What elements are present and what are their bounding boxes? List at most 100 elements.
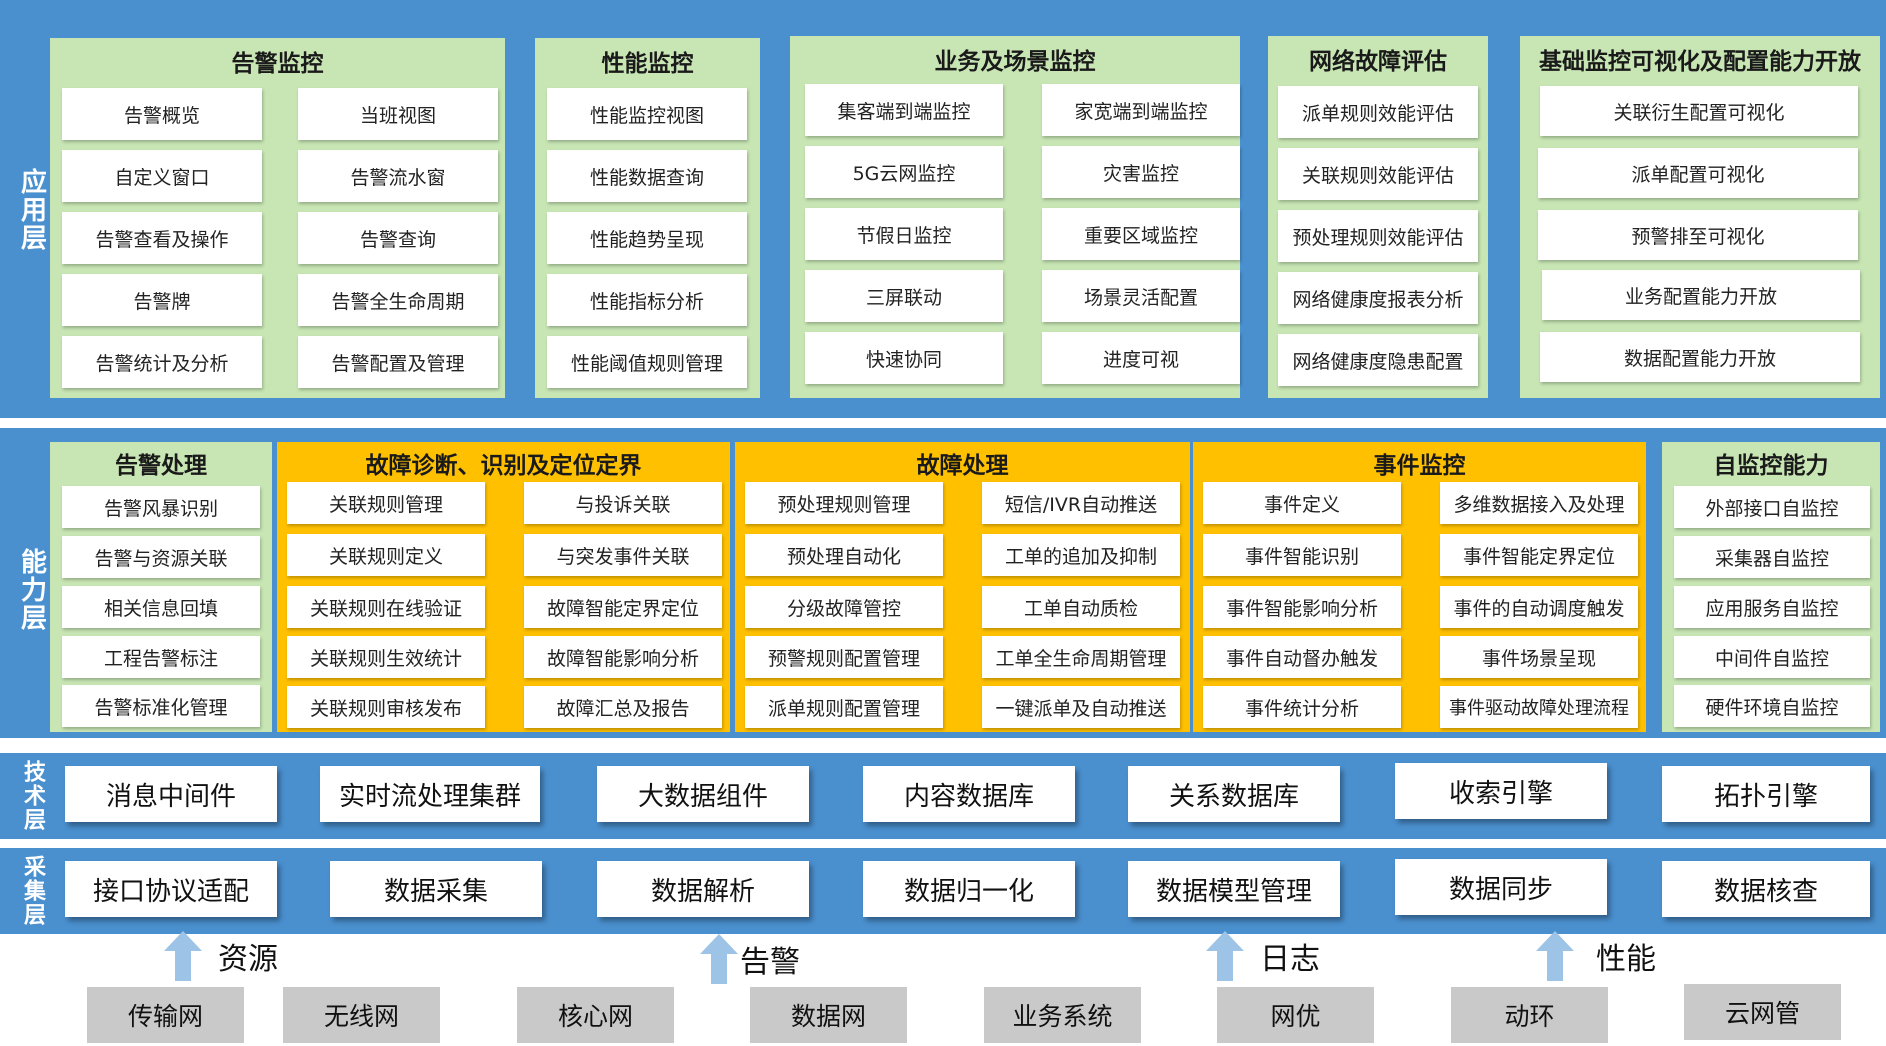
flow-resource: 资源 <box>164 931 278 981</box>
tech-topology-engine[interactable]: 拓扑引擎 <box>1662 766 1870 822</box>
item-alarm-lifecycle[interactable]: 告警全生命周期 <box>298 274 498 326</box>
item-alarm-query[interactable]: 告警查询 <box>298 212 498 264</box>
source-business-system[interactable]: 业务系统 <box>984 987 1141 1043</box>
item-collector-self-monitor[interactable]: 采集器自监控 <box>1674 536 1870 578</box>
item-alarm-storm[interactable]: 告警风暴识别 <box>62 486 260 528</box>
item-rule-online-verify[interactable]: 关联规则在线验证 <box>287 586 485 628</box>
item-middleware-self-monitor[interactable]: 中间件自监控 <box>1674 636 1870 678</box>
item-dispatch-rule-eval[interactable]: 派单规则效能评估 <box>1278 86 1478 138</box>
item-dispatch-config-visual[interactable]: 派单配置可视化 <box>1538 148 1858 198</box>
source-network-optimization[interactable]: 网优 <box>1217 987 1374 1043</box>
item-alarm-resource[interactable]: 告警与资源关联 <box>62 536 260 578</box>
item-complaint-correlation[interactable]: 与投诉关联 <box>524 482 722 524</box>
tech-stream-cluster[interactable]: 实时流处理集群 <box>320 766 540 822</box>
collect-data-collection[interactable]: 数据采集 <box>330 861 542 917</box>
tech-bigdata-components[interactable]: 大数据组件 <box>597 766 809 822</box>
item-alarm-board[interactable]: 告警牌 <box>62 274 262 326</box>
item-home-broadband-e2e[interactable]: 家宽端到端监控 <box>1042 84 1240 136</box>
item-perf-analysis[interactable]: 性能指标分析 <box>547 274 747 326</box>
item-health-report[interactable]: 网络健康度报表分析 <box>1278 272 1478 324</box>
item-rule-review-publish[interactable]: 关联规则审核发布 <box>287 686 485 728</box>
source-data-network[interactable]: 数据网 <box>750 987 907 1043</box>
item-event-impact[interactable]: 事件智能影响分析 <box>1203 586 1401 628</box>
item-correlation-rule-define[interactable]: 关联规则定义 <box>287 534 485 576</box>
item-fault-impact[interactable]: 故障智能影响分析 <box>524 636 722 678</box>
tech-relational-db[interactable]: 关系数据库 <box>1128 766 1340 822</box>
item-key-area[interactable]: 重要区域监控 <box>1042 208 1240 260</box>
item-alarm-config[interactable]: 告警配置及管理 <box>298 336 498 388</box>
item-event-locate[interactable]: 事件智能定界定位 <box>1440 534 1638 576</box>
source-core-network[interactable]: 核心网 <box>517 987 674 1043</box>
item-preprocess-rule-eval[interactable]: 预处理规则效能评估 <box>1278 210 1478 262</box>
collect-data-check[interactable]: 数据核查 <box>1662 861 1870 917</box>
item-three-screen[interactable]: 三屏联动 <box>805 270 1003 322</box>
source-power-environment[interactable]: 动环 <box>1451 987 1608 1043</box>
item-scene-config[interactable]: 场景灵活配置 <box>1042 270 1240 322</box>
item-one-click-dispatch[interactable]: 一键派单及自动推送 <box>982 686 1180 728</box>
item-event-supervise[interactable]: 事件自动督办触发 <box>1203 636 1401 678</box>
item-holiday[interactable]: 节假日监控 <box>805 208 1003 260</box>
item-app-service-self-monitor[interactable]: 应用服务自监控 <box>1674 586 1870 628</box>
item-perf-trend[interactable]: 性能趋势呈现 <box>547 212 747 264</box>
item-disaster[interactable]: 灾害监控 <box>1042 146 1240 198</box>
item-fault-summary[interactable]: 故障汇总及报告 <box>524 686 722 728</box>
item-event-auto-schedule[interactable]: 事件的自动调度触发 <box>1440 586 1638 628</box>
collect-protocol-adapt[interactable]: 接口协议适配 <box>65 861 277 917</box>
item-ticket-append-suppress[interactable]: 工单的追加及抑制 <box>982 534 1180 576</box>
collect-data-sync[interactable]: 数据同步 <box>1395 859 1607 915</box>
item-warning-visual[interactable]: 预警排至可视化 <box>1538 210 1858 260</box>
panel-title: 故障诊断、识别及定位定界 <box>365 453 642 479</box>
item-progress-visible[interactable]: 进度可视 <box>1042 332 1240 384</box>
item-event-scene[interactable]: 事件场景呈现 <box>1440 636 1638 678</box>
item-custom-window[interactable]: 自定义窗口 <box>62 150 262 202</box>
item-preprocess-auto[interactable]: 预处理自动化 <box>745 534 943 576</box>
item-ticket-lifecycle[interactable]: 工单全生命周期管理 <box>982 636 1180 678</box>
item-event-identify[interactable]: 事件智能识别 <box>1203 534 1401 576</box>
item-alarm-stream-window[interactable]: 告警流水窗 <box>298 150 498 202</box>
item-alarm-overview[interactable]: 告警概览 <box>62 88 262 140</box>
item-sms-ivr-push[interactable]: 短信/IVR自动推送 <box>982 482 1180 524</box>
item-perf-threshold[interactable]: 性能阈值规则管理 <box>547 336 747 388</box>
item-enterprise-e2e[interactable]: 集客端到端监控 <box>805 84 1003 136</box>
item-hardware-self-monitor[interactable]: 硬件环境自监控 <box>1674 685 1870 727</box>
collect-data-normalize[interactable]: 数据归一化 <box>863 861 1075 917</box>
item-event-stats[interactable]: 事件统计分析 <box>1203 686 1401 728</box>
item-warning-rule-config[interactable]: 预警规则配置管理 <box>745 636 943 678</box>
item-alarm-standardize[interactable]: 告警标准化管理 <box>62 685 260 727</box>
item-correlation-rule-mgmt[interactable]: 关联规则管理 <box>287 482 485 524</box>
item-graded-fault-control[interactable]: 分级故障管控 <box>745 586 943 628</box>
item-rule-effect-stats[interactable]: 关联规则生效统计 <box>287 636 485 678</box>
item-data-config-open[interactable]: 数据配置能力开放 <box>1540 332 1860 382</box>
item-fault-locate[interactable]: 故障智能定界定位 <box>524 586 722 628</box>
item-perf-query[interactable]: 性能数据查询 <box>547 150 747 202</box>
item-perf-view[interactable]: 性能监控视图 <box>547 88 747 140</box>
item-project-alarm[interactable]: 工程告警标注 <box>62 636 260 678</box>
item-event-driven-fault[interactable]: 事件驱动故障处理流程 <box>1440 686 1638 728</box>
item-service-config-open[interactable]: 业务配置能力开放 <box>1542 270 1860 320</box>
collect-data-parsing[interactable]: 数据解析 <box>597 861 809 917</box>
collect-model-mgmt[interactable]: 数据模型管理 <box>1128 861 1340 917</box>
source-transport-network[interactable]: 传输网 <box>87 987 244 1043</box>
item-dispatch-rule-config[interactable]: 派单规则配置管理 <box>745 686 943 728</box>
item-interface-self-monitor[interactable]: 外部接口自监控 <box>1674 486 1870 528</box>
item-correlation-config-visual[interactable]: 关联衍生配置可视化 <box>1540 86 1858 136</box>
item-alarm-view-operation[interactable]: 告警查看及操作 <box>62 212 262 264</box>
tech-search-engine[interactable]: 收索引擎 <box>1395 763 1607 819</box>
source-wireless-network[interactable]: 无线网 <box>283 987 440 1043</box>
source-cloud-network-mgmt[interactable]: 云网管 <box>1684 984 1841 1040</box>
item-multi-data-access[interactable]: 多维数据接入及处理 <box>1440 482 1638 524</box>
item-emergency-correlation[interactable]: 与突发事件关联 <box>524 534 722 576</box>
item-preprocess-rule-mgmt[interactable]: 预处理规则管理 <box>745 482 943 524</box>
item-shift-view[interactable]: 当班视图 <box>298 88 498 140</box>
tech-content-db[interactable]: 内容数据库 <box>863 766 1075 822</box>
item-5g-cloud-net[interactable]: 5G云网监控 <box>805 146 1003 198</box>
item-ticket-auto-qc[interactable]: 工单自动质检 <box>982 586 1180 628</box>
tech-message-middleware[interactable]: 消息中间件 <box>65 766 277 822</box>
item-correlation-rule-eval[interactable]: 关联规则效能评估 <box>1278 148 1478 200</box>
technology-layer-label: 技术层 <box>20 760 45 832</box>
item-health-risk-config[interactable]: 网络健康度隐患配置 <box>1278 334 1478 386</box>
item-event-define[interactable]: 事件定义 <box>1203 482 1401 524</box>
item-quick-collab[interactable]: 快速协同 <box>805 332 1003 384</box>
item-alarm-statistics[interactable]: 告警统计及分析 <box>62 336 262 388</box>
item-info-backfill[interactable]: 相关信息回填 <box>62 586 260 628</box>
